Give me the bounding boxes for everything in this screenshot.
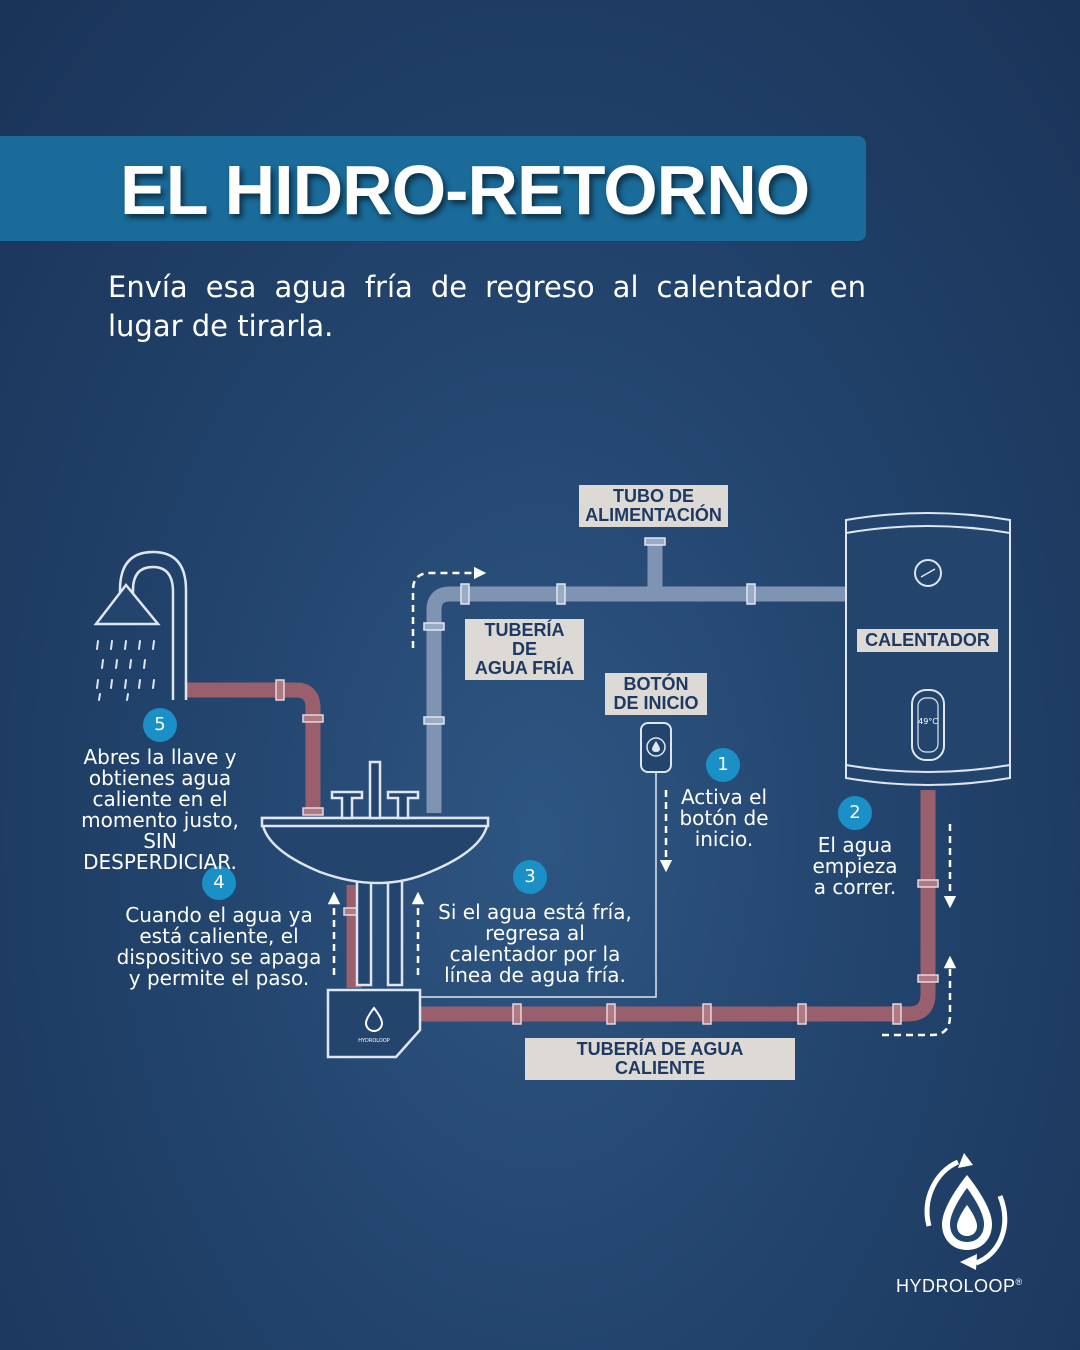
device-label: HYDROLOOP: [358, 1038, 390, 1044]
shower-water-drops: [96, 640, 155, 701]
registered-mark: ®: [1015, 1277, 1023, 1287]
step-badge-3: 3: [513, 860, 547, 894]
brand-name-text: HYDROLOOP: [896, 1276, 1016, 1296]
hot-water-pipe: [186, 682, 936, 1022]
label-feed-pipe: TUBO DE ALIMENTACIÓN: [579, 485, 728, 527]
step-text-1: Activa el botón de inicio.: [679, 785, 769, 851]
step-badge-5: 5: [143, 708, 177, 742]
step-text-2: El agua empieza a correr.: [812, 833, 898, 899]
label-hot-water-pipe: TUBERÍA DE AGUA CALIENTE: [525, 1038, 795, 1080]
step-badge-4: 4: [202, 866, 236, 900]
step-text-5: Abres la llave y obtienes agua caliente …: [81, 745, 239, 874]
hot-pipe-joints: [275, 679, 939, 1025]
start-button-device: [420, 722, 672, 998]
step-badge-1: 1: [706, 748, 740, 782]
page-subtitle: Envía esa agua fría de regreso al calent…: [108, 270, 866, 343]
title-banner: [0, 136, 866, 241]
hydroloop-device: HYDROLOOP: [326, 988, 422, 1059]
step-badge-2: 2: [838, 796, 872, 830]
label-heater: CALENTADOR: [857, 629, 998, 652]
sink: [260, 760, 490, 987]
step-text-3: Si el agua está fría, regresa al calenta…: [438, 900, 632, 987]
label-start-button: BOTÓN DE INICIO: [605, 673, 707, 715]
cold-water-pipe: [426, 540, 846, 813]
cold-pipe-joints: [423, 537, 756, 725]
step-text-4: Cuando el agua ya está caliente, el disp…: [116, 903, 322, 990]
flow-arrows: [327, 566, 957, 1037]
label-cold-water-pipe: TUBERÍA DE AGUA FRÍA: [465, 619, 584, 680]
page-title: EL HIDRO-RETORNO: [120, 151, 810, 229]
hydroloop-logo-icon: [924, 1153, 1008, 1270]
shower-head: [93, 550, 188, 700]
heater-display: 49°C: [918, 717, 938, 726]
brand-name: HYDROLOOP®: [896, 1276, 1036, 1297]
